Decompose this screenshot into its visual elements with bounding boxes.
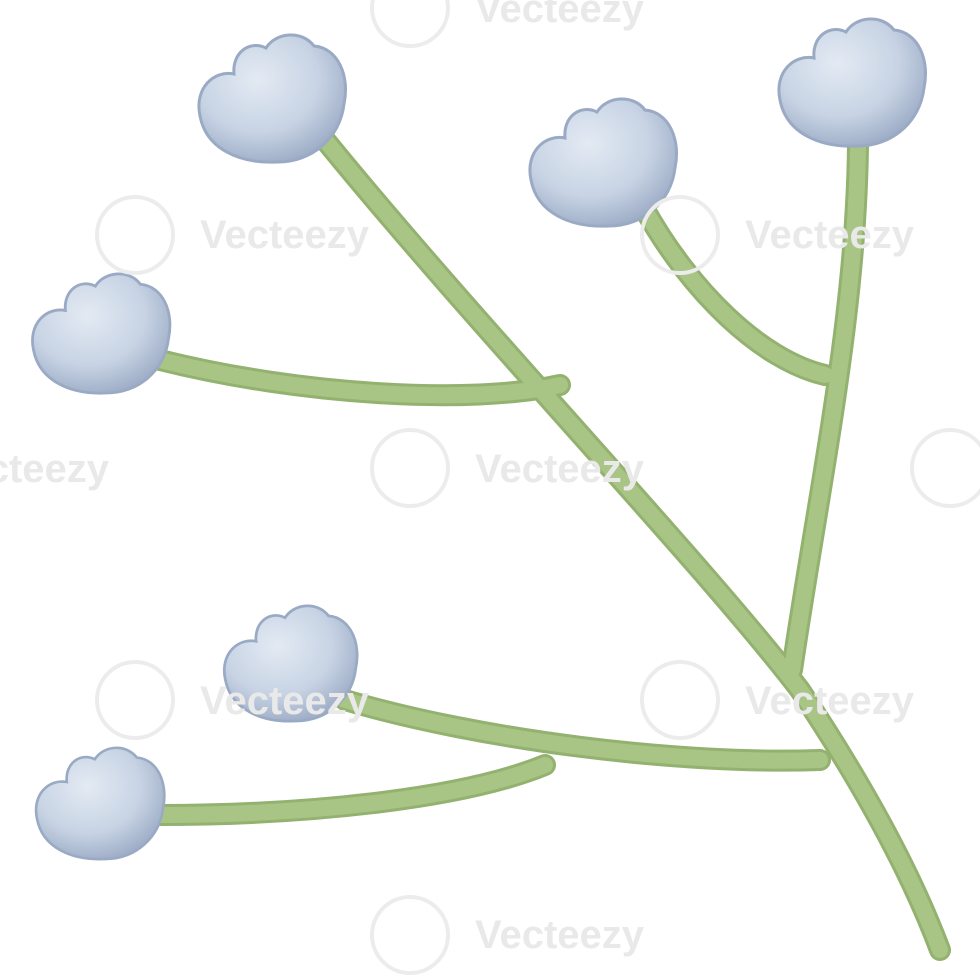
vecteezy-logo-icon xyxy=(95,0,980,975)
watermark-text: Vecteezy xyxy=(0,447,110,491)
watermark-text: Vecteezy xyxy=(745,213,915,257)
watermark-text: Vecteezy xyxy=(200,213,370,257)
watermark-text: Vecteezy xyxy=(475,913,645,957)
berry-bud-icon xyxy=(197,33,348,164)
watermark-text: Vecteezy xyxy=(745,679,915,723)
berry-bud-icon xyxy=(31,272,172,395)
berry-bud-icon xyxy=(777,17,928,148)
watermark-text: Vecteezy xyxy=(200,679,370,723)
stems xyxy=(149,109,951,961)
berry-bud-icon xyxy=(34,746,166,861)
watermark-text: Vecteezy xyxy=(475,0,645,31)
watermark-text: Vecteezy xyxy=(475,447,645,491)
